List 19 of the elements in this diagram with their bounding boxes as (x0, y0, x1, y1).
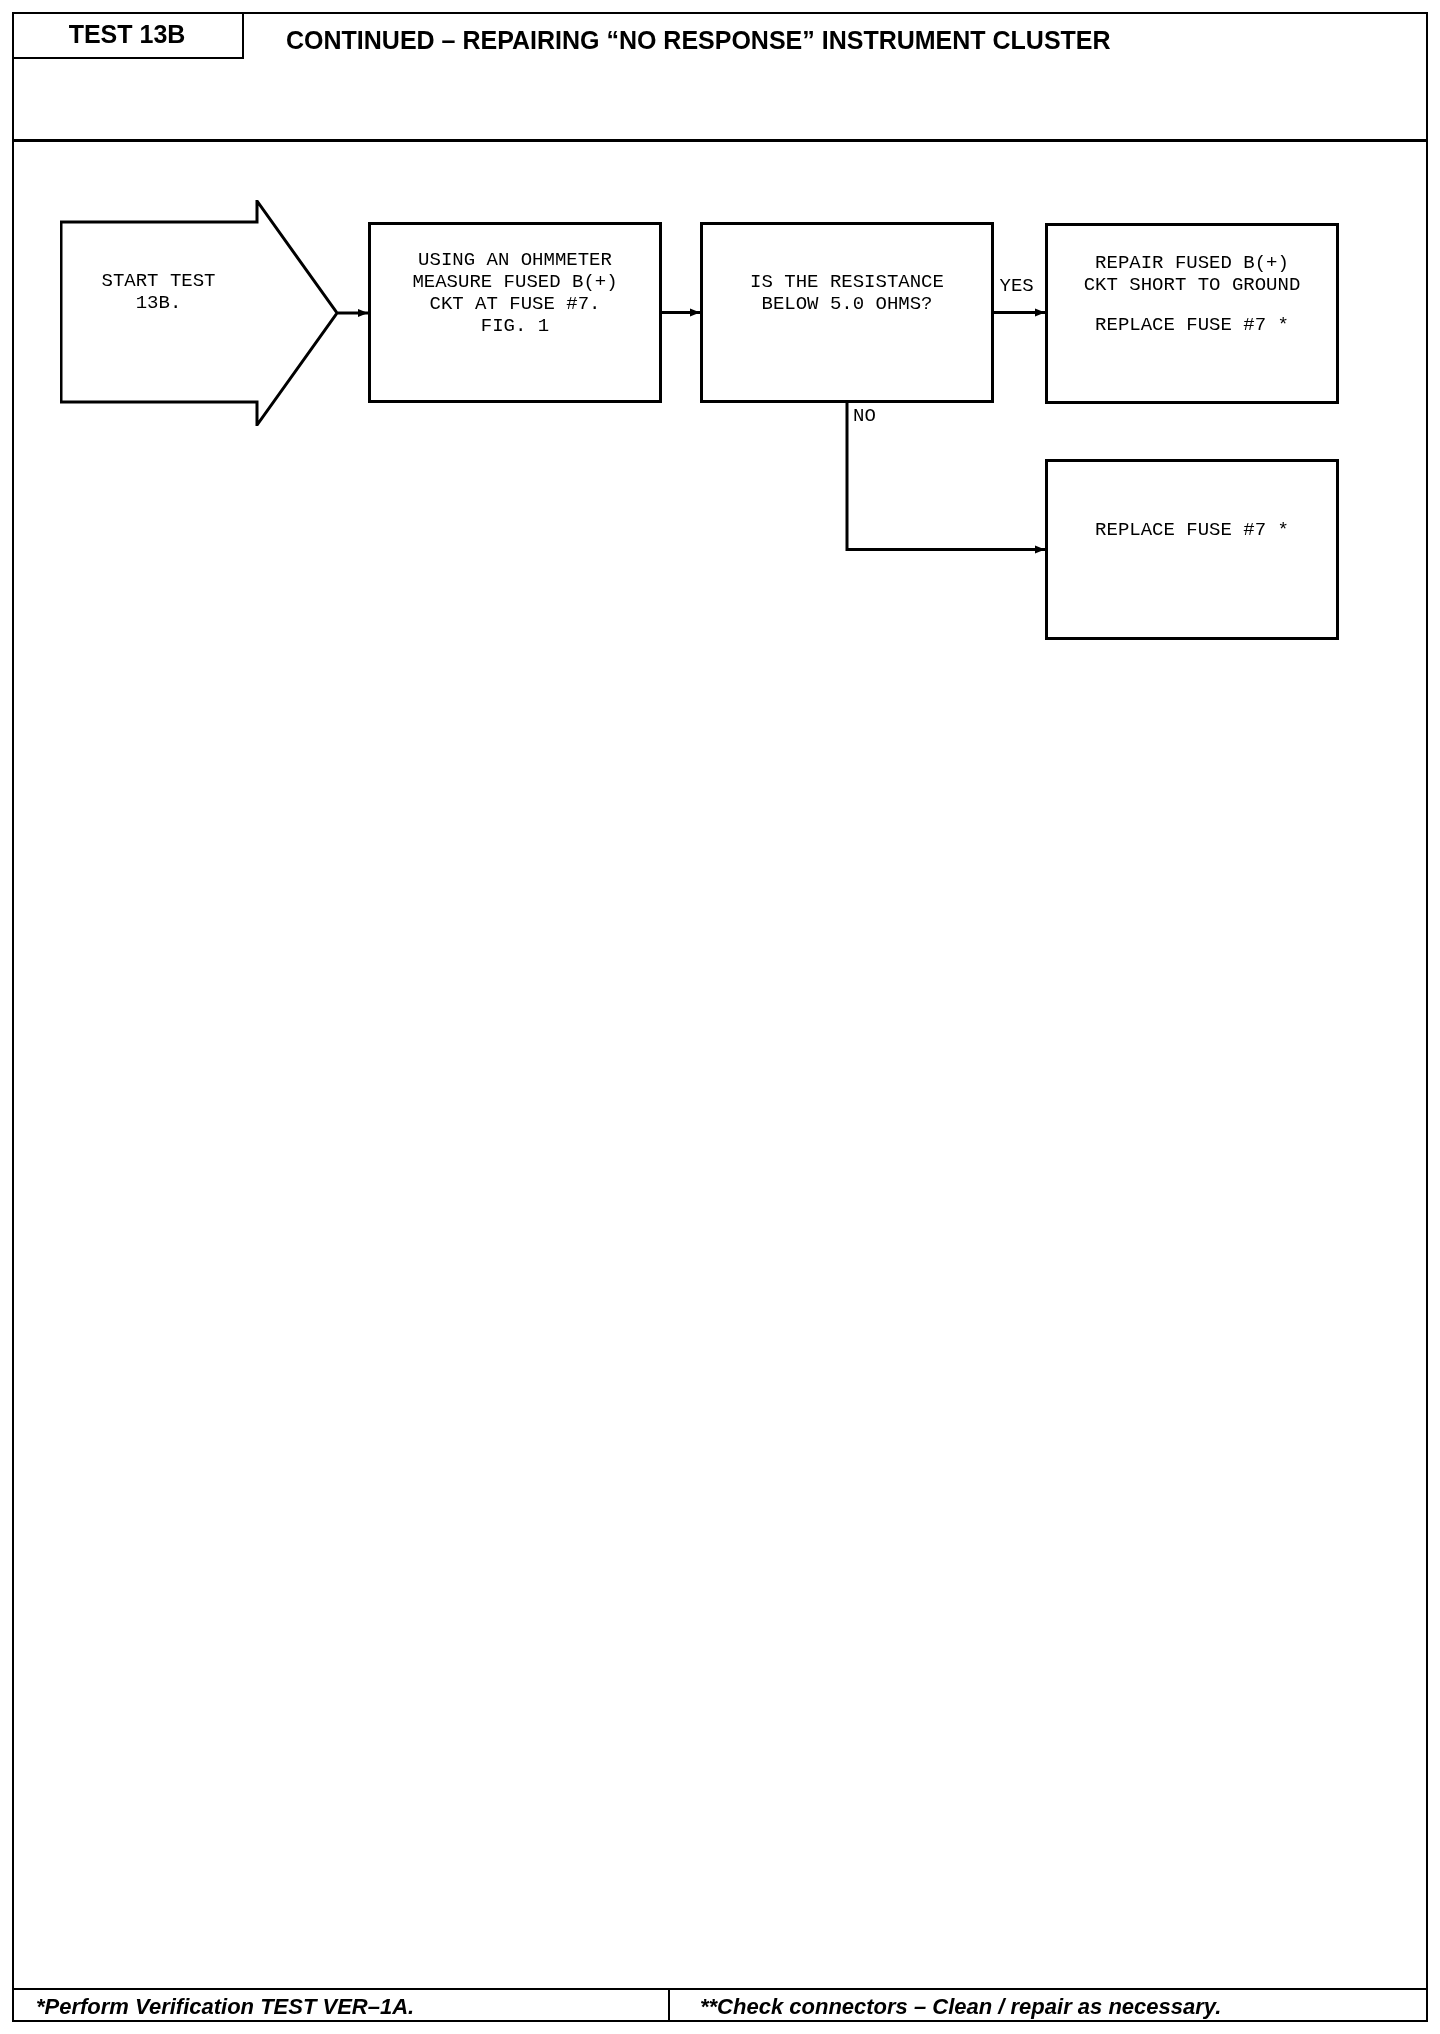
title: CONTINUED – REPAIRING “NO RESPONSE” INSTRUMENT CLUSTER (286, 25, 1111, 56)
footnote: *Perform Verification TEST VER–1A. (36, 1992, 415, 2021)
process-box (1045, 459, 1339, 640)
step-text: REPAIR FUSED B(+) CKT SHORT TO GROUND (1082, 251, 1302, 296)
step-text: USING AN OHMMETER MEASURE FUSED B(+) CKT AT FUSE #7. FIG. 1 (411, 248, 619, 337)
process-box (1045, 223, 1339, 404)
step-text: IS THE RESISTANCE BELOW 5.0 OHMS? (749, 270, 945, 315)
footnote: **Check connectors – Clean / repair as necessary. (700, 1992, 1222, 2021)
test-number: TEST 13B (68, 18, 186, 50)
arrow (994, 308, 1045, 317)
test-number-tab (12, 12, 244, 59)
arrow (662, 308, 700, 317)
process-box (368, 222, 662, 403)
step-text: REPLACE FUSE #7 * (1094, 313, 1290, 336)
arrow (845, 403, 1045, 554)
step-text: START TEST 13B. (100, 270, 217, 314)
step-text: REPLACE FUSE #7 * (1094, 518, 1290, 541)
process-box (700, 222, 994, 403)
arrow (338, 309, 368, 317)
